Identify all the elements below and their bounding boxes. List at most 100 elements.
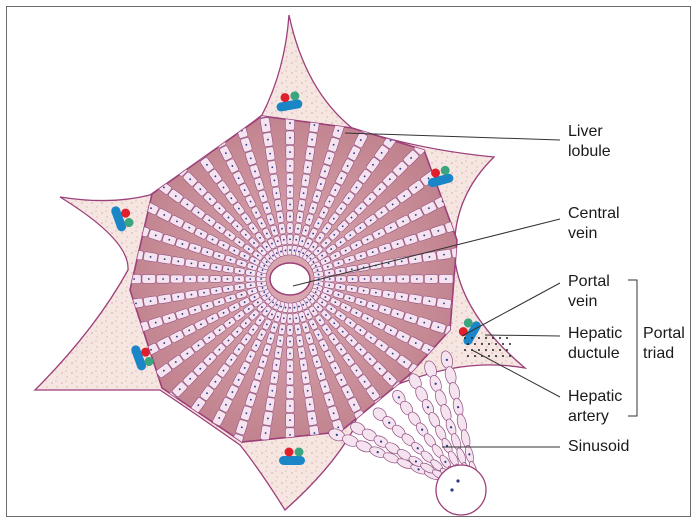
nucleus-dot <box>427 406 429 408</box>
hepatocyte <box>80 304 97 317</box>
nucleus-dot <box>289 318 291 320</box>
nucleus-dot <box>124 158 127 161</box>
hepatocyte <box>162 105 180 124</box>
dot <box>502 355 504 357</box>
dot <box>499 337 501 339</box>
nucleus-dot <box>421 429 423 431</box>
hepatocyte <box>345 463 360 481</box>
hepatocyte <box>130 161 148 178</box>
nucleus-dot <box>380 440 382 442</box>
nucleus-dot <box>289 249 291 251</box>
hepatocyte <box>341 92 355 110</box>
nucleus-dot <box>118 278 120 280</box>
nucleus-dot <box>169 113 172 116</box>
nucleus-dot <box>148 278 150 280</box>
nucleus-dot <box>402 278 404 280</box>
nucleus-dot <box>389 278 391 280</box>
hepatocyte <box>341 448 355 466</box>
hepatocyte <box>116 151 135 169</box>
hepatocyte <box>137 413 156 432</box>
nucleus-dot <box>490 310 492 312</box>
nucleus-dot <box>260 278 262 280</box>
nucleus-dot <box>399 126 402 129</box>
nucleus-dot <box>226 84 228 86</box>
nucleus-dot <box>249 278 251 280</box>
dot <box>509 355 511 357</box>
nucleus-dot <box>336 434 338 436</box>
hepatocyte <box>374 88 391 107</box>
nucleus-dot <box>367 125 369 127</box>
nucleus-dot <box>474 249 476 251</box>
nucleus-dot <box>289 165 291 167</box>
nucleus-dot <box>204 444 206 446</box>
label-liver-lobule: Liverlobule <box>568 122 611 162</box>
hepatocyte <box>401 105 419 124</box>
nucleus-dot <box>289 204 291 206</box>
hepatocyte <box>474 209 492 224</box>
nucleus-dot <box>137 168 140 171</box>
nucleus-dot <box>374 111 376 113</box>
nucleus-dot <box>347 456 349 458</box>
nucleus-dot <box>168 157 171 160</box>
leader-portal-vein <box>462 283 560 336</box>
dot <box>478 349 480 351</box>
sinusoid-end-vein-icon <box>436 465 486 515</box>
hepatocyte <box>255 86 267 103</box>
nucleus-dot <box>289 216 291 218</box>
dot <box>474 343 476 345</box>
nucleus-dot <box>445 278 447 280</box>
nucleus-dot <box>381 97 383 99</box>
nucleus-dot <box>289 137 291 139</box>
nucleus-dot <box>202 278 204 280</box>
hepatocyte <box>162 434 180 453</box>
nucleus-dot <box>474 307 476 309</box>
nucleus-dot <box>196 97 198 99</box>
nucleus-dot <box>289 307 291 309</box>
nucleus-dot <box>179 126 182 129</box>
nucleus-dot <box>227 278 229 280</box>
nucleus-dot <box>450 488 453 491</box>
label-portal-vein: Portalvein <box>568 272 610 312</box>
nucleus-dot <box>122 193 124 195</box>
nucleus-dot <box>188 139 191 142</box>
hepatic-artery-shape <box>285 448 294 457</box>
dot <box>488 343 490 345</box>
nucleus-dot <box>482 215 484 217</box>
nucleus-dot <box>347 100 349 102</box>
nucleus-dot <box>178 167 181 170</box>
hepatocyte <box>172 421 189 439</box>
hepatocyte <box>137 126 156 145</box>
hepatocyte <box>482 304 499 317</box>
nucleus-dot <box>260 93 262 95</box>
nucleus-dot <box>427 378 430 381</box>
nucleus-dot <box>188 416 191 419</box>
nucleus-dot <box>416 278 418 280</box>
nucleus-dot <box>179 429 182 432</box>
nucleus-dot <box>204 111 206 113</box>
leader-hepatic-artery <box>472 350 560 397</box>
nucleus-dot <box>231 456 233 458</box>
nucleus-dot <box>133 278 135 280</box>
nucleus-dot <box>381 459 383 461</box>
nucleus-dot <box>289 378 291 380</box>
nucleus-dot <box>289 434 291 436</box>
dot <box>506 349 508 351</box>
hepatocyte <box>345 76 360 94</box>
nucleus-dot <box>156 410 159 413</box>
hepatocyte <box>469 274 484 284</box>
nucleus-dot <box>145 134 148 137</box>
nucleus-dot <box>215 278 217 280</box>
hepatocyte <box>252 69 265 86</box>
hepatic-ductule-shape <box>295 448 304 457</box>
nucleus-dot <box>108 185 110 187</box>
nucleus-dot <box>321 479 323 481</box>
dot <box>495 343 497 345</box>
nucleus-dot <box>450 426 452 428</box>
dot <box>506 337 508 339</box>
hepatocyte <box>197 103 213 121</box>
nucleus-dot <box>476 278 478 280</box>
nucleus-dot <box>162 278 164 280</box>
nucleus-dot <box>196 459 198 461</box>
nucleus-dot <box>360 417 362 419</box>
nucleus-dot <box>444 461 446 463</box>
